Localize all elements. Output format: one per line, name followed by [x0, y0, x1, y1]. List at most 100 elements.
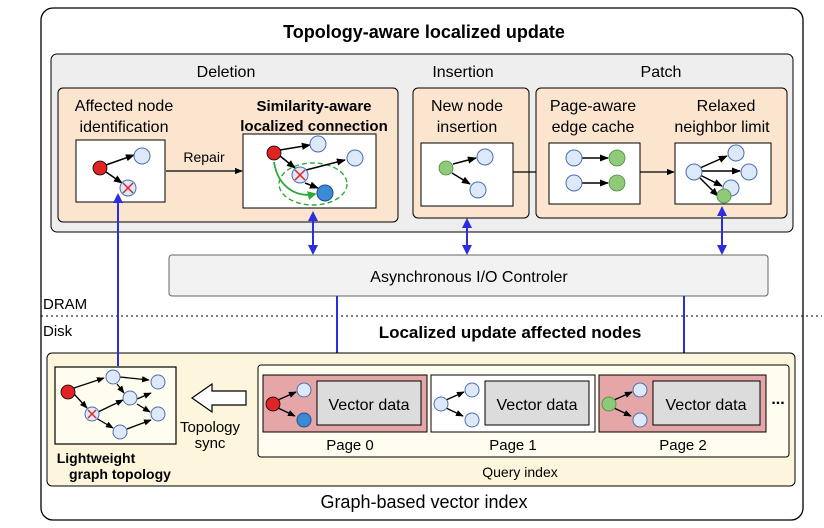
main-title: Topology-aware localized update	[283, 22, 565, 42]
blue-node	[464, 412, 480, 428]
blue-node	[133, 147, 151, 165]
insertion-graph	[420, 142, 514, 207]
green-node	[438, 160, 454, 176]
io-controller-label: Asynchronous I/O Controler	[370, 269, 568, 286]
edge	[95, 417, 114, 429]
edge	[699, 174, 723, 187]
blue-node	[476, 148, 494, 166]
edge	[105, 154, 135, 166]
blue-node	[565, 174, 583, 192]
io-controller	[168, 254, 769, 297]
blue-node	[105, 369, 121, 385]
edge	[126, 419, 152, 430]
footer-label: Graph-based vector index	[320, 492, 527, 512]
page-0-label: Page 0	[326, 437, 374, 454]
blue-node	[309, 135, 327, 153]
dark-blue-node	[316, 184, 334, 202]
edge	[279, 142, 311, 151]
edge	[613, 407, 632, 417]
page-2-label: Page 2	[659, 437, 707, 454]
blue-node	[346, 149, 364, 167]
blue-node	[150, 374, 166, 390]
edge	[445, 391, 465, 401]
affected-node-graph	[75, 139, 166, 203]
blue-node	[150, 406, 166, 422]
blue-node	[296, 382, 312, 398]
deletion-section-label: Deletion	[197, 64, 256, 81]
red-node	[265, 396, 281, 412]
update-affected-label: Localized update affected nodes	[379, 323, 642, 342]
affected-node-label-1: Affected node	[75, 98, 174, 115]
vector-data-label: Vector data	[666, 397, 747, 414]
green-node	[608, 174, 626, 192]
sync-label-1: Topology	[180, 419, 241, 436]
blue-node	[565, 149, 583, 167]
page-aware-label-2: edge cache	[552, 119, 635, 136]
edge	[445, 407, 464, 417]
similarity-label-1: Similarity-aware	[256, 98, 371, 115]
edge	[97, 399, 124, 413]
green-repair-edge	[273, 161, 317, 201]
edge	[277, 407, 296, 417]
topology-label-1: Lightweight	[57, 450, 136, 466]
edge	[119, 376, 150, 383]
topology-label-2: graph topology	[69, 466, 171, 482]
blue-node	[464, 382, 480, 398]
blue-node	[685, 163, 703, 181]
sync-label-2: sync	[195, 435, 226, 452]
vector-data-box	[652, 380, 761, 426]
green-node	[716, 188, 732, 204]
similarity-label-2: localized connection	[240, 118, 388, 135]
blue-node	[112, 424, 128, 440]
edge	[305, 158, 346, 171]
red-node	[60, 384, 76, 400]
blue-node	[632, 412, 648, 428]
edge-cache-graph	[548, 142, 641, 205]
edge	[136, 403, 151, 413]
deleted-mark	[87, 409, 97, 419]
blue-node	[727, 144, 745, 162]
patch-section-label: Patch	[641, 64, 682, 81]
edge	[699, 177, 719, 197]
red-node	[266, 145, 282, 161]
edge	[105, 171, 123, 184]
new-node-label-1: New node	[431, 98, 503, 115]
edge	[451, 172, 471, 185]
relaxed-label-1: Relaxed	[697, 98, 756, 115]
edge	[116, 383, 125, 394]
blue-node	[632, 382, 648, 398]
edge	[699, 155, 728, 169]
vector-data-box	[316, 380, 422, 426]
repair-label: Repair	[183, 149, 225, 165]
green-node	[601, 396, 617, 412]
affected-node-label-2: identification	[80, 119, 169, 136]
edge	[136, 392, 152, 400]
page-1-label: Page 1	[489, 437, 537, 454]
edge	[279, 155, 296, 169]
edge	[277, 391, 297, 401]
vector-data-label: Vector data	[497, 397, 578, 414]
dark-blue-node	[296, 412, 312, 428]
new-node-label-2: insertion	[437, 119, 497, 136]
deleted-mark	[294, 169, 306, 181]
disk-label: Disk	[43, 323, 73, 340]
blue-node	[433, 396, 449, 412]
edge	[304, 181, 319, 189]
relaxed-label-2: neighbor limit	[674, 119, 770, 136]
edge	[73, 377, 105, 389]
connection-region	[278, 162, 348, 206]
deleted-mark	[122, 182, 134, 194]
insertion-section-label: Insertion	[432, 64, 493, 81]
blue-node	[740, 163, 758, 181]
page-aware-label-1: Page-aware	[550, 98, 636, 115]
edge	[452, 156, 477, 165]
edge	[73, 393, 88, 409]
query-index-label: Query index	[482, 464, 557, 480]
more-pages-ellipsis: ...	[771, 391, 784, 408]
topology-sync-arrow	[190, 382, 247, 414]
vector-data-box	[484, 380, 590, 426]
green-node	[608, 149, 626, 167]
red-node	[92, 160, 108, 176]
blue-node	[122, 390, 138, 406]
